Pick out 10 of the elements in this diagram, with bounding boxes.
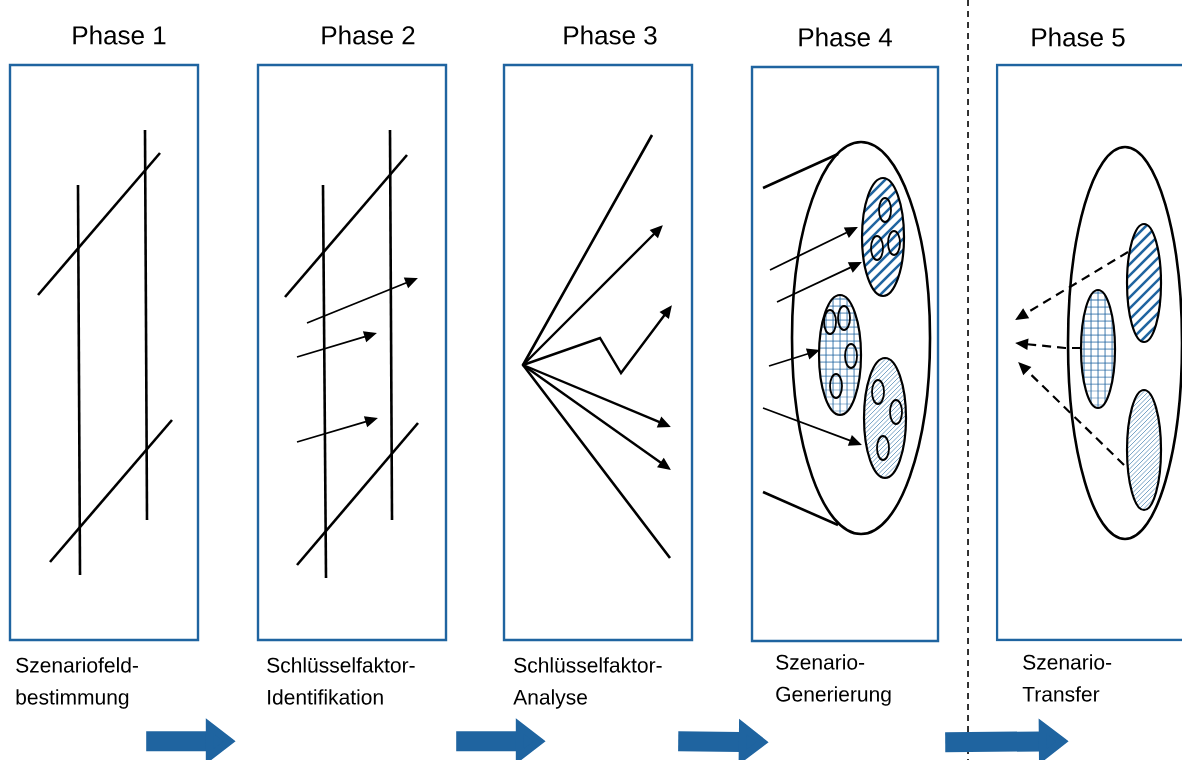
- phase-title: Phase 2: [322, 25, 415, 45]
- phase-title: Phase 1: [73, 25, 166, 45]
- phase-description: Szenario- Transfer: [1022, 654, 1112, 702]
- phase-description: Szenariofeld- bestimmung: [16, 657, 138, 709]
- phase-title: Phase 3: [564, 25, 657, 45]
- phase-description: Schlüsselfaktor- Identifikation: [267, 657, 415, 705]
- phase-title: Phase 4: [799, 27, 892, 47]
- phase-title: Phase 5: [1032, 27, 1125, 47]
- phase-description: Szenario- Generierung: [776, 654, 891, 706]
- phase-description: Schlüsselfaktor- Analyse: [513, 657, 662, 709]
